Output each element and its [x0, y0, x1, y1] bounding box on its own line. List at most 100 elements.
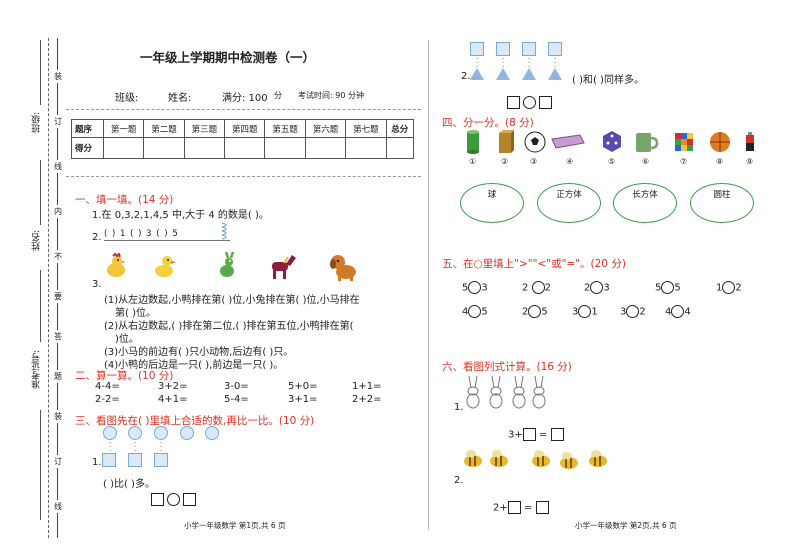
s6-q2-number: 2. — [454, 475, 464, 486]
answer-box[interactable] — [535, 501, 549, 514]
strip-char: 装 — [54, 70, 62, 83]
score-header-cell: 第一题 — [102, 119, 145, 138]
dotted-connector: ··· — [134, 439, 137, 455]
section-1-title: 一、填一填。(14 分) — [75, 194, 174, 206]
triangle-shape — [496, 68, 510, 80]
answer-box[interactable] — [151, 493, 164, 506]
category-cube[interactable]: 正方体 — [537, 183, 601, 223]
calc-item: 5+0= — [288, 381, 318, 392]
score-cell[interactable] — [345, 137, 387, 159]
item-number: ⑦ — [680, 157, 688, 166]
answer-box[interactable] — [183, 493, 197, 506]
item-number: ② — [501, 157, 509, 166]
score-cell[interactable] — [224, 137, 266, 159]
soccer-ball-icon — [524, 131, 546, 153]
score-cell[interactable] — [385, 137, 414, 159]
s1-q3-number: 3. — [92, 279, 102, 290]
chick-icon — [107, 253, 126, 277]
item-number: ⑧ — [716, 157, 724, 166]
exam-no-field[interactable] — [40, 270, 41, 342]
s1-q2-number: 2. — [92, 232, 102, 243]
score-cell[interactable] — [264, 137, 306, 159]
score-cell[interactable] — [143, 137, 185, 159]
s3-q1-compare: ( )比( )多。 — [103, 479, 155, 490]
strip-char: 订 — [54, 115, 62, 128]
strip-char: 内 — [54, 205, 62, 218]
score-header-cell: 第四题 — [224, 119, 266, 138]
item-number: ⑨ — [746, 157, 754, 166]
column-divider — [428, 40, 429, 530]
rubiks-cube-icon — [675, 133, 693, 151]
exam-time-label: 考试时间: 90 分钟 — [298, 91, 364, 100]
score-cell[interactable] — [304, 137, 347, 159]
answer-box[interactable] — [507, 96, 520, 109]
class-label: 班级: — [115, 93, 139, 104]
compare-circle[interactable] — [671, 305, 685, 318]
table-divider — [66, 176, 421, 177]
answer-box[interactable] — [522, 428, 536, 441]
score-cell[interactable] — [102, 137, 145, 159]
dotted-connector: ··· — [476, 55, 479, 71]
strip-char: 要 — [54, 290, 62, 303]
pencil-case-icon — [551, 134, 585, 149]
s1-q1: 1.在 0,3,2,1,4,5 中,大于 4 的数是( )。 — [92, 210, 269, 221]
calc-item: 3+1= — [288, 394, 318, 405]
compare-circle[interactable] — [722, 281, 736, 294]
score-cell[interactable] — [183, 137, 226, 159]
cuboid-box-icon — [499, 130, 514, 153]
compare-circle[interactable] — [661, 281, 675, 294]
answer-box[interactable] — [539, 96, 553, 109]
score-header-cell: 第二题 — [143, 119, 185, 138]
compare-item: 2 2 — [522, 281, 551, 294]
class-field[interactable] — [40, 40, 41, 105]
score-table-header-row: 题序 第一题 第二题 第三题 第四题 第五题 第六题 第七题 总分 — [71, 119, 414, 138]
bead-string: ( ) 1 ( ) 3 ( ) 5 — [104, 222, 230, 241]
compare-circle[interactable] — [626, 305, 640, 318]
score-header-cell: 题序 — [71, 119, 104, 138]
name-field[interactable] — [40, 160, 41, 225]
square-shape — [128, 453, 142, 467]
category-sphere[interactable]: 球 — [460, 183, 524, 223]
answer-circle[interactable] — [167, 493, 181, 506]
answer-box[interactable] — [507, 501, 521, 514]
name-label: 姓名: — [168, 93, 192, 104]
answer-box[interactable] — [550, 428, 564, 441]
strip-char: 装 — [54, 410, 62, 423]
s1-q3-part4: (4)小鸭的后边是一只( ),前边是一只( )。 — [104, 360, 284, 371]
item-number: ⑤ — [608, 157, 616, 166]
footer-right: 小学一年级数学 第2页,共 6 页 — [575, 521, 677, 530]
square-shape — [154, 453, 168, 467]
score-header-cell: 第三题 — [183, 119, 226, 138]
s6-q1-number: 1. — [454, 402, 464, 413]
compare-circle[interactable] — [528, 305, 542, 318]
calc-item: 2-2= — [95, 394, 120, 405]
class-field-label: 班级: — [32, 112, 42, 134]
calc-item: 3+2= — [158, 381, 188, 392]
s1-q3-part1: (1)从左边数起,小鸭排在第( )位,小兔排在第( )位,小马排在 — [104, 295, 360, 306]
compare-circle[interactable] — [531, 281, 545, 294]
compare-circle[interactable] — [590, 281, 604, 294]
square-shape — [470, 42, 484, 56]
category-cuboid[interactable]: 长方体 — [613, 183, 677, 223]
compare-circle[interactable] — [468, 281, 482, 294]
compare-symbols — [507, 96, 553, 109]
puppy-icon — [330, 255, 356, 281]
strip-char: 线 — [54, 160, 62, 173]
s3-q1-number: 1. — [92, 457, 102, 468]
strip-char: 题 — [54, 370, 62, 383]
answer-circle[interactable] — [523, 96, 537, 109]
section-6-title: 六、看图列式计算。(16 分) — [442, 361, 572, 373]
footer-left: 小学一年级数学 第1页,共 6 页 — [184, 521, 286, 530]
compare-circle[interactable] — [468, 305, 482, 318]
compare-circle[interactable] — [578, 305, 592, 318]
score-header-cell: 第五题 — [264, 119, 306, 138]
calc-item: 1+1= — [352, 381, 382, 392]
category-cylinder[interactable]: 圆柱 — [690, 183, 754, 223]
s3-q2-number: 2. — [461, 71, 471, 82]
s1-q3-part2: (2)从右边数起,( )排在第二位,( )排在第五位,小鸭排在第( — [104, 321, 354, 332]
square-shape — [522, 42, 536, 56]
